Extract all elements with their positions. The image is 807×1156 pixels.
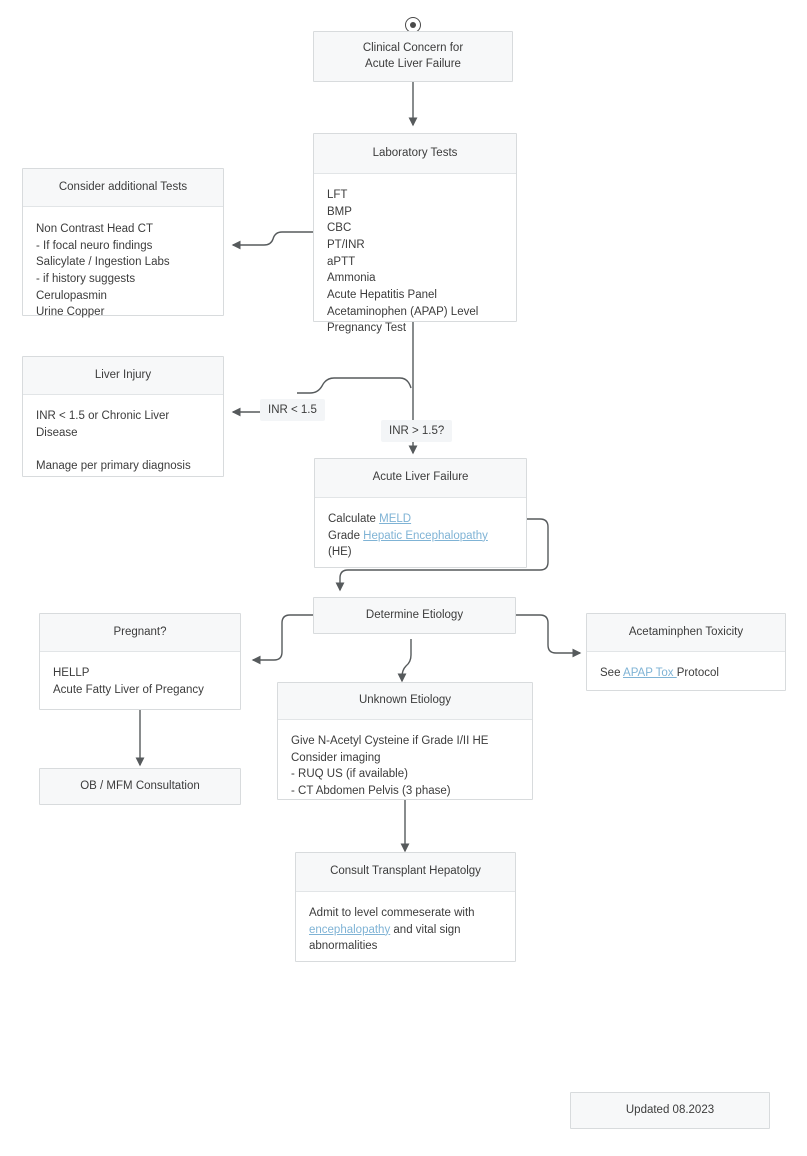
footer-updated-label: Updated 08.2023 xyxy=(571,1093,769,1128)
node-acute-liver-failure-title: Acute Liver Failure xyxy=(315,459,526,498)
cth-suffix: and vital sign abnormalities xyxy=(309,923,461,953)
edge-determine-etiology-to-unknown-etiology xyxy=(397,639,412,683)
node-acute-liver-failure-body: Calculate MELD Grade Hepatic Encephalopa… xyxy=(315,498,526,573)
alf-line3: (HE) xyxy=(328,546,352,559)
node-determine-etiology[interactable]: Determine Etiology xyxy=(313,597,516,634)
node-pregnant-body: HELLP Acute Fatty Liver of Pregancy xyxy=(53,667,204,696)
edge-determine-etiology-to-acetaminophen-toxicity xyxy=(516,614,582,658)
node-laboratory-tests[interactable]: Laboratory Tests LFT BMP CBC PT/INR aPTT… xyxy=(313,133,517,334)
node-unknown-etiology[interactable]: Unknown Etiology Give N-Acetyl Cysteine … xyxy=(277,682,533,800)
node-liver-injury-body: INR < 1.5 or Chronic Liver Disease Manag… xyxy=(36,410,191,473)
node-consult-transplant-hepatology[interactable]: Consult Transplant Hepatolgy Admit to le… xyxy=(295,852,516,962)
node-consider-additional-tests[interactable]: Consider additional Tests Non Contrast H… xyxy=(22,168,224,318)
node-consult-transplant-hepatology-title: Consult Transplant Hepatolgy xyxy=(296,853,515,892)
node-consider-additional-tests-title: Consider additional Tests xyxy=(23,169,223,207)
alf-line1-prefix: Calculate xyxy=(328,513,380,525)
node-ob-mfm-consultation[interactable]: OB / MFM Consultation xyxy=(39,768,241,805)
meld-link[interactable]: MELD xyxy=(379,513,412,525)
edge-determine-etiology-to-pregnant xyxy=(251,614,313,665)
node-clinical-concern[interactable]: Clinical Concern for Acute Liver Failure xyxy=(313,31,513,82)
edge-label-inr-low: INR < 1.5 xyxy=(260,399,325,421)
apap-prefix: See xyxy=(600,667,624,679)
node-unknown-etiology-body: Give N-Acetyl Cysteine if Grade I/II HE … xyxy=(291,735,489,798)
node-liver-injury[interactable]: Liver Injury INR < 1.5 or Chronic Liver … xyxy=(22,356,224,477)
node-liver-injury-title: Liver Injury xyxy=(23,357,223,395)
apap-suffix: Protocol xyxy=(676,667,719,679)
node-consider-additional-tests-body: Non Contrast Head CT - If focal neuro fi… xyxy=(36,223,170,319)
node-acute-liver-failure[interactable]: Acute Liver Failure Calculate MELD Grade… xyxy=(314,458,527,568)
node-laboratory-tests-body: LFT BMP CBC PT/INR aPTT Ammonia Acute He… xyxy=(327,189,479,335)
edge-laboratory-tests-to-consider-additional-tests xyxy=(231,231,313,250)
node-pregnant[interactable]: Pregnant? HELLP Acute Fatty Liver of Pre… xyxy=(39,613,241,710)
node-pregnant-title: Pregnant? xyxy=(40,614,240,652)
node-ob-mfm-consultation-title: OB / MFM Consultation xyxy=(40,769,240,804)
node-acetaminophen-toxicity-title: Acetaminphen Toxicity xyxy=(587,614,785,652)
node-acetaminophen-toxicity-body: See APAP Tox Protocol xyxy=(587,652,785,694)
apap-tox-link[interactable]: APAP Tox xyxy=(623,667,677,679)
alf-line2-prefix: Grade xyxy=(328,529,364,542)
encephalopathy-link[interactable]: encephalopathy xyxy=(309,923,391,936)
node-determine-etiology-title: Determine Etiology xyxy=(314,598,515,633)
cth-prefix: Admit to level commeserate with xyxy=(309,907,475,919)
hepatic-encephalopathy-link[interactable]: Hepatic Encephalopathy xyxy=(363,529,488,542)
edge-label-inr-high: INR > 1.5? xyxy=(381,420,453,442)
edge-inr-low-branch xyxy=(297,377,412,394)
node-consult-transplant-hepatology-body: Admit to level commeserate with encephal… xyxy=(296,892,515,967)
node-clinical-concern-title: Clinical Concern for Acute Liver Failure xyxy=(314,32,512,81)
node-footer-updated: Updated 08.2023 xyxy=(570,1092,770,1129)
node-acetaminophen-toxicity[interactable]: Acetaminphen Toxicity See APAP Tox Proto… xyxy=(586,613,786,691)
node-laboratory-tests-title: Laboratory Tests xyxy=(314,134,516,174)
node-unknown-etiology-title: Unknown Etiology xyxy=(278,683,532,720)
